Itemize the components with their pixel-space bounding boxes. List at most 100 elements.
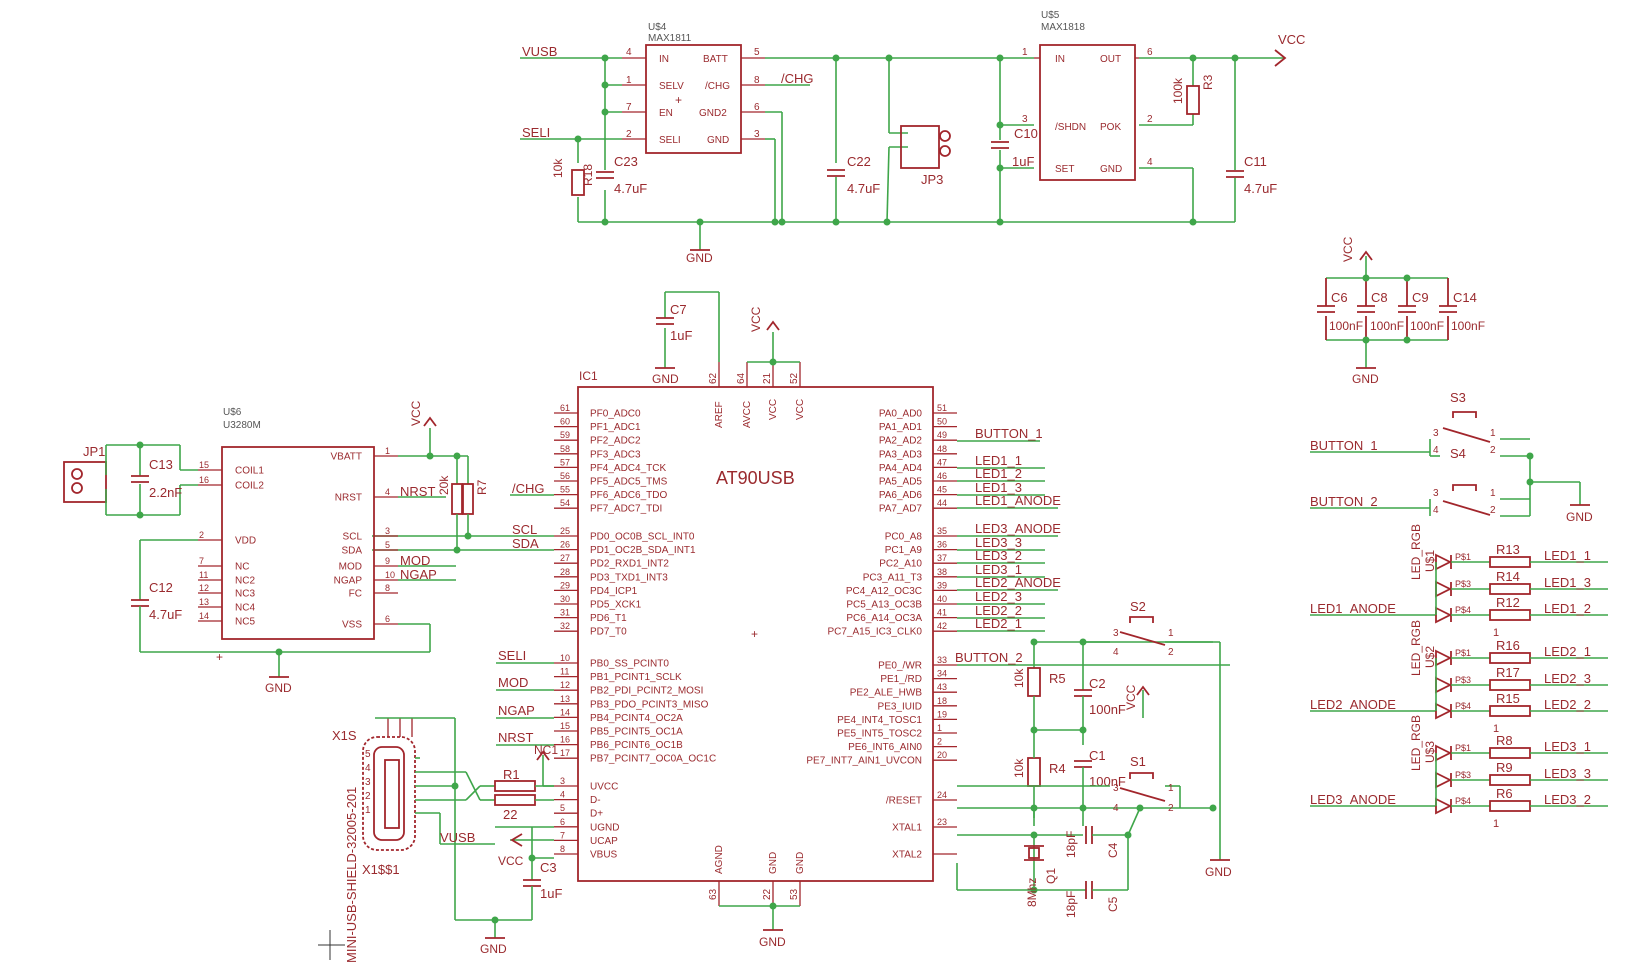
u5-num-2: 2 [1147, 114, 1153, 125]
led-out-net: LED2_2 [1544, 697, 1591, 712]
net-led21-ic: LED2_1 [975, 616, 1022, 631]
c14-ref: C14 [1453, 290, 1477, 305]
led-pin-label: P$4 [1455, 701, 1471, 711]
led-resistor [1489, 652, 1531, 664]
u6-right-num-1: 4 [385, 487, 390, 497]
ic1-left-num-1: 60 [560, 417, 570, 427]
ic1-left-pin-15: PD7_T0 [590, 627, 627, 638]
net-led1a-ic: LED1_ANODE [975, 493, 1061, 508]
ic1-left-num-0: 61 [560, 403, 570, 413]
usb-vcc: VCC [498, 854, 524, 868]
u6-left-num-4: 11 [199, 570, 208, 580]
led-ref-1: U$2 [1423, 646, 1437, 668]
c8-value: 100nF [1370, 319, 1404, 333]
ic1-left-num-9: 26 [560, 540, 570, 550]
u4-pin-en: EN [659, 108, 673, 119]
u6-right-pin-3: SDA [341, 546, 362, 557]
ic1-right-pin-26: XTAL2 [892, 850, 922, 861]
ic1-right-num-4: 47 [937, 457, 947, 467]
u6-left-pin-6: NC4 [235, 603, 255, 614]
ic1-left-pin-22: PB6_PCINT6_OC1B [590, 740, 683, 751]
ic1-right-num-0: 51 [937, 403, 947, 413]
svg-text:1: 1 [1168, 628, 1174, 639]
net-ngap-ic: NGAP [498, 703, 535, 718]
ic1-left-pin-23: PB7_PCINT7_OC0A_OC1C [590, 754, 716, 765]
net-chg-ic: /CHG [512, 481, 545, 496]
u4-num-1: 1 [626, 75, 632, 86]
ic1-num62: 62 [708, 372, 719, 384]
svg-text:5: 5 [365, 749, 371, 760]
net-sda-ic: SDA [512, 536, 539, 551]
c22-value: 4.7uF [847, 181, 880, 196]
led-out-net: LED2_3 [1544, 671, 1591, 686]
ic1-right-pin-7: PA7_AD7 [879, 504, 923, 515]
u4-charger: U$4 MAX1811 IN SELV EN SELI BATT /CHG GN… [622, 22, 765, 154]
ic1-right-num-15: 42 [937, 621, 947, 631]
c23-ref: C23 [614, 154, 638, 169]
net-btn2-sw: BUTTON_2 [1310, 494, 1378, 509]
ic1-left-num-14: 31 [560, 608, 570, 618]
svg-text:2: 2 [1490, 505, 1496, 516]
ic1-num21: 21 [762, 372, 773, 384]
origin-marks: + + + [216, 93, 758, 960]
ic1-right-pin-15: PC7_A15_IC3_CLK0 [827, 627, 922, 638]
u5-pin-in: IN [1055, 54, 1065, 65]
net-led22-ic: LED2_2 [975, 603, 1022, 618]
ic1-right-num-14: 41 [937, 608, 947, 618]
ic1-right-pin-3: PA3_AD3 [879, 449, 923, 460]
c9-ref: C9 [1412, 290, 1429, 305]
ic1-right-num-9: 36 [937, 540, 947, 550]
r6a-value: 20k [437, 475, 451, 495]
ic1-left-pin-2: PF2_ADC2 [590, 436, 641, 447]
svg-text:3: 3 [1113, 783, 1119, 794]
c3-ref: C3 [540, 860, 557, 875]
ic1-num52: 52 [789, 372, 800, 384]
ic1-avcc: AVCC [742, 401, 753, 428]
ic1-right-pin-13: PC5_A13_OC3B [846, 600, 922, 611]
ic1-right-num-16: 33 [937, 655, 947, 665]
svg-text:4: 4 [1433, 505, 1439, 516]
ic1-right-num-2: 49 [937, 430, 947, 440]
net-nc1: NC1 [534, 743, 558, 757]
u6-right-pin-0: VBATT [331, 452, 362, 463]
u6-right-num-4: 9 [385, 556, 390, 566]
u6-left-num-5: 12 [199, 583, 209, 593]
led-one-label: 1 [1493, 818, 1499, 830]
u4-pin-seli: SELI [659, 135, 681, 146]
led-resistor-ref: R9 [1496, 760, 1513, 775]
led-out-net: LED3_2 [1544, 792, 1591, 807]
ic1-right-pin-17: PE1_/RD [880, 674, 922, 685]
led-anode-net-0: LED1_ANODE [1310, 601, 1396, 616]
net-nrst-ic: NRST [498, 730, 533, 745]
ic1-right-pin-4: PA4_AD4 [879, 463, 923, 474]
power-passives: 10k R18 C23 4.7uF C22 4.7uF JP3 C10 1uF … [551, 74, 1277, 196]
r18-value: 10k [551, 158, 565, 178]
ic1-left-num-29: 8 [560, 844, 565, 854]
svg-text:4: 4 [1113, 647, 1119, 658]
c9-value: 100nF [1410, 319, 1444, 333]
r7-ref: R7 [475, 479, 489, 495]
c12-ref: C12 [149, 580, 173, 595]
ic1-right-num-18: 43 [937, 682, 947, 692]
led-pin-label: P$1 [1455, 552, 1471, 562]
led-resistor [1489, 747, 1531, 759]
ic1-right-pin-21: PE5_INT5_TOSC2 [837, 729, 922, 740]
ic1-right-num-6: 45 [937, 485, 947, 495]
u4-num-6: 6 [754, 102, 760, 113]
ic1-left-pin-24: UVCC [590, 782, 618, 793]
u6-left-pin-2: VDD [235, 536, 256, 547]
led-diode [1435, 553, 1453, 571]
ic1-left-num-2: 59 [560, 430, 570, 440]
led-resistor [1489, 609, 1531, 621]
ic1-right-pin-8: PC0_A8 [885, 532, 923, 543]
led-rgb-label-2: LED_RGB [1409, 715, 1423, 771]
ic1-left-pin-6: PF6_ADC6_TDO [590, 490, 667, 501]
ic1-right-num-19: 18 [937, 696, 947, 706]
ic1-right-pin-1: PA1_AD1 [879, 422, 923, 433]
ic1-left-num-13: 30 [560, 594, 570, 604]
ic1-left-pin-16: PB0_SS_PCINT0 [590, 659, 669, 670]
svg-text:2: 2 [1168, 647, 1174, 658]
net-nrst-u6: NRST [400, 484, 435, 499]
ic1-left-num-28: 7 [560, 830, 565, 840]
